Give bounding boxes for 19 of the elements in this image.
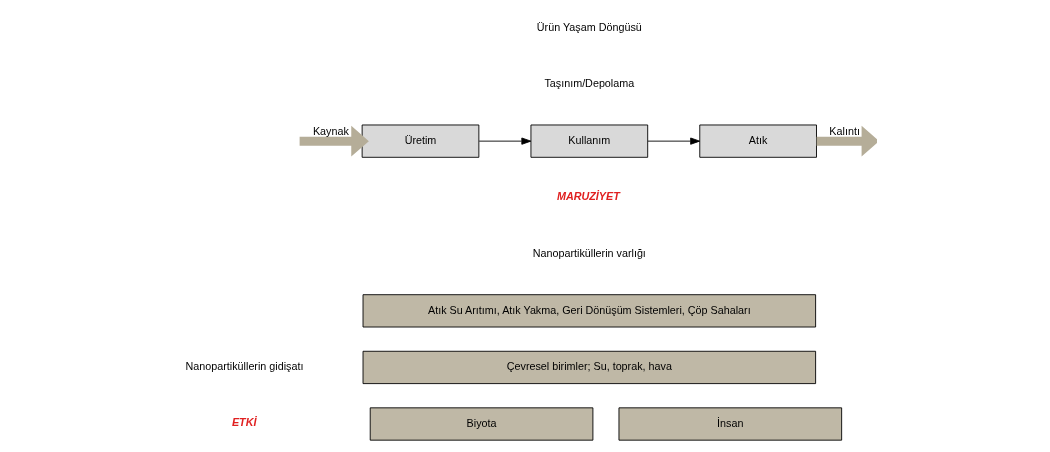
node-box: Çevresel birimler; Su, toprak, hava [362,350,816,385]
node-box: Atık [698,124,817,158]
label: Taşınım/Depolama [543,77,634,90]
label: ETKİ [231,415,256,428]
label: MARUZİYET [556,189,620,202]
node-box: Üretim [361,124,479,158]
label: Ürün Yaşam Döngüsü [536,20,642,33]
arrow [647,137,700,145]
node-box: Atık Su Arıtımı, Atık Yakma, Geri Dönüşüm Sistemleri, Çöp Sahaları [362,294,816,328]
arrow [299,125,369,157]
edge-label: Kaynak [312,125,349,138]
edge-label: Kalıntı [828,125,860,138]
label: Nanopartiküllerin gidişatı [185,360,303,373]
arrow [816,125,877,157]
node-box: Kullanım [530,124,648,158]
node-box: İnsan [618,407,842,441]
label: Nanopartiküllerin varlığı [532,247,646,260]
arrow [478,137,531,145]
node-box: Biyota [369,407,593,441]
